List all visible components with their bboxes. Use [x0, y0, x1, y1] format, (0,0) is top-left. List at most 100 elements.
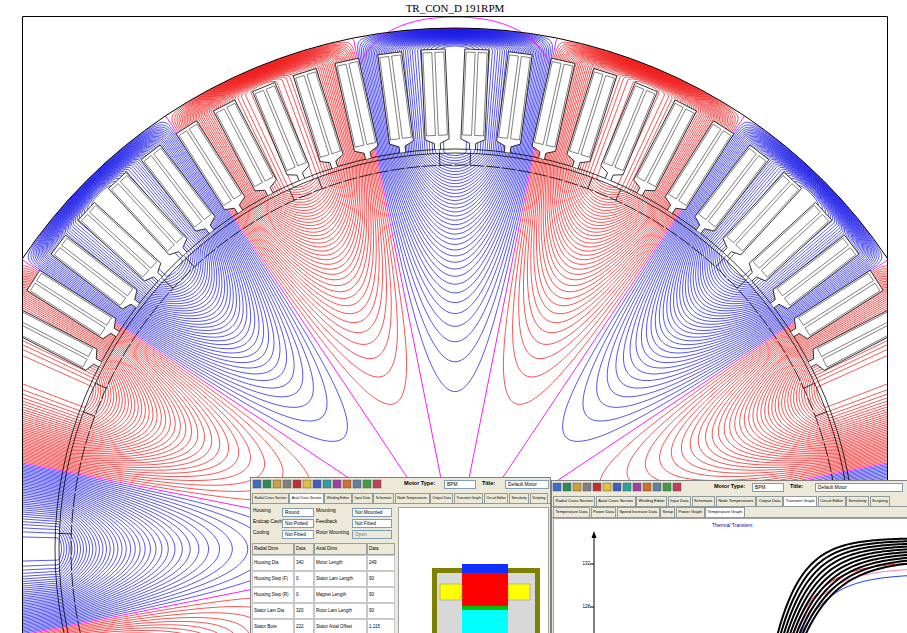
- flux-line: [22, 81, 888, 407]
- magnet-edge: [616, 189, 621, 200]
- stator-slot: [378, 52, 414, 153]
- coil-side: [380, 56, 400, 139]
- tab-label: Temperature Graph: [705, 507, 745, 517]
- toolbar-icon: [583, 483, 591, 491]
- graph-area: [554, 519, 907, 633]
- slot-outline: [293, 69, 343, 169]
- form-label: Endcap Cavity: [253, 519, 284, 525]
- temperature-curve: [785, 547, 907, 633]
- dropdown-field: Not Potted: [282, 519, 314, 528]
- coil-side: [22, 321, 87, 367]
- coil-side: [392, 55, 412, 138]
- flux-line: [22, 61, 888, 633]
- coil-side: [669, 124, 721, 199]
- tab-label: Speed Increase Data: [617, 507, 660, 517]
- table-cell: Housing Step (F): [252, 571, 294, 587]
- flux-line: [22, 16, 888, 633]
- table-cell: 1.115: [367, 619, 395, 633]
- form-label: Feedback: [316, 519, 337, 525]
- flux-line: [22, 53, 888, 633]
- temperature-curve: [791, 552, 907, 633]
- flux-line: [22, 16, 888, 633]
- coil-side: [823, 321, 888, 367]
- tab-label: Transient Graph: [454, 493, 484, 503]
- flux-line: [22, 48, 888, 633]
- table-cell: 90: [367, 603, 395, 619]
- flux-line: [22, 47, 888, 633]
- flux-line: [22, 62, 888, 444]
- tab-label: Input Data: [352, 493, 373, 503]
- flux-line: [22, 67, 888, 435]
- coil-side: [255, 90, 295, 170]
- temperature-curve: [800, 561, 907, 633]
- screenshot-panel: [552, 481, 907, 633]
- flux-line: [22, 54, 888, 633]
- table-cell: 320: [294, 603, 314, 619]
- table-cell: 90: [367, 587, 395, 603]
- tab-label: Node Temperatures: [395, 493, 430, 503]
- screenshot-panel: [251, 478, 551, 633]
- flux-line: [22, 16, 888, 633]
- flux-line: [22, 16, 888, 633]
- table-cell: 0: [294, 587, 314, 603]
- flux-line: [22, 60, 888, 633]
- tab-label: Transient Graph: [783, 496, 817, 506]
- coil-side: [475, 53, 488, 136]
- magnet-edge: [164, 280, 173, 288]
- form-label: Mounting: [316, 508, 336, 514]
- table-cell: Housing Step (R): [252, 587, 294, 603]
- coil-side: [499, 55, 519, 138]
- tab-label: Power Data: [591, 507, 617, 517]
- coil-side: [54, 248, 125, 306]
- flux-line: [22, 55, 888, 633]
- flux-line: [22, 70, 888, 430]
- toolbar-icon: [673, 483, 681, 491]
- slot-outline: [532, 58, 575, 159]
- stator-slot: [293, 69, 343, 169]
- table-cell: 222: [294, 619, 314, 633]
- tab-label: Input Data: [668, 496, 691, 506]
- axis-tick: [590, 607, 594, 608]
- toolbar-icon: [273, 480, 281, 488]
- table-cell: Magnet Length: [314, 587, 367, 603]
- flux-line: [22, 16, 888, 633]
- flux-line: [22, 56, 888, 633]
- tab-label: Temperature Data: [553, 507, 590, 517]
- flux-line: [22, 16, 888, 633]
- coil-side: [817, 310, 888, 356]
- table-cell: 90: [367, 571, 395, 587]
- flux-line: [22, 42, 888, 633]
- coil-side: [111, 184, 174, 251]
- tab-label: Circuit Editor: [484, 493, 509, 503]
- table-header: Data: [294, 543, 314, 555]
- toolbar-label: Title:: [790, 483, 803, 489]
- tab-label: Axial Cross Section: [596, 496, 636, 506]
- toolbar-icon: [253, 480, 261, 488]
- tab-label: Sensitivity: [846, 496, 869, 506]
- magnet-edge: [95, 383, 106, 388]
- toolbar-icon: [643, 483, 651, 491]
- flux-line: [22, 44, 888, 633]
- coil-side: [511, 56, 531, 139]
- toolbar-icon: [573, 483, 581, 491]
- stator-outline: [22, 28, 888, 633]
- coil-side: [637, 103, 683, 181]
- coil-side: [546, 64, 573, 147]
- tab-label: Scripting: [530, 493, 548, 503]
- dropdown-field: Not Fitted: [282, 530, 314, 539]
- coil-side: [463, 52, 476, 135]
- toolbar-icon: [613, 483, 621, 491]
- temperature-curve: [794, 555, 907, 633]
- flux-line: [22, 65, 888, 438]
- toolbar-icon: [553, 483, 561, 491]
- coil-side: [753, 205, 820, 268]
- coil-side: [81, 214, 148, 277]
- flux-line: [22, 16, 888, 633]
- flux-line: [22, 16, 888, 633]
- tab-label: Output Data: [430, 493, 453, 503]
- magnet-edge: [83, 412, 94, 416]
- toolbar-icon: [333, 480, 341, 488]
- coil-side: [30, 283, 105, 335]
- axis-tick: [590, 564, 594, 565]
